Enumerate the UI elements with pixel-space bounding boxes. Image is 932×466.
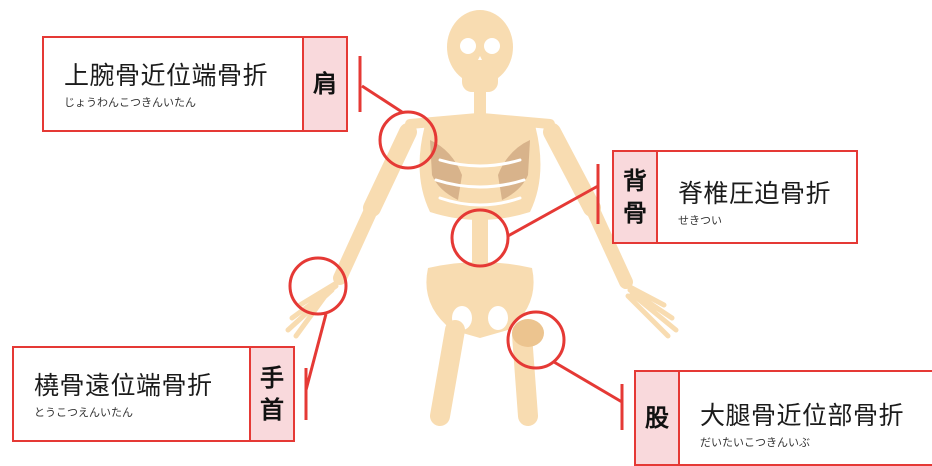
shoulder-connector-line	[362, 86, 402, 112]
shoulder-fracture-label: 上腕骨近位端骨折 じょうわんこつきんいたん 肩	[42, 36, 348, 132]
shoulder-region-char: 肩	[313, 68, 337, 100]
hip-fracture-name: 大腿骨近位部骨折	[700, 396, 932, 432]
femoral-head-right	[512, 319, 544, 347]
hand-right	[628, 286, 676, 336]
wrist-region-char-2: 首	[260, 394, 284, 426]
forearm-left	[340, 208, 372, 278]
hip-fracture-label: 股 大腿骨近位部骨折 だいたいこつきんいぶ	[634, 370, 932, 466]
shoulder-fracture-name: 上腕骨近位端骨折	[64, 56, 302, 92]
humerus-left	[372, 132, 408, 208]
wrist-fracture-text: 橈骨遠位端骨折 とうこつえんいたん	[14, 348, 249, 440]
back-region-tag: 背 骨	[614, 152, 658, 242]
humerus-right	[552, 132, 592, 208]
wrist-connector-line	[306, 314, 326, 390]
jaw	[462, 66, 498, 92]
wrist-fracture-name: 橈骨遠位端骨折	[34, 366, 249, 402]
shoulder-region-tag: 肩	[302, 38, 346, 130]
wrist-fracture-reading: とうこつえんいたん	[34, 404, 249, 420]
back-region-char-2: 骨	[623, 197, 647, 229]
hand-left	[288, 282, 338, 336]
hip-fracture-text: 大腿骨近位部骨折 だいたいこつきんいぶ	[680, 372, 932, 464]
spine-fracture-text: 脊椎圧迫骨折 せきつい	[658, 152, 856, 242]
spine-fracture-label: 背 骨 脊椎圧迫骨折 せきつい	[612, 150, 858, 244]
wrist-fracture-label: 橈骨遠位端骨折 とうこつえんいたん 手 首	[12, 346, 295, 442]
femur-right	[522, 335, 528, 416]
spine-fracture-reading: せきつい	[678, 212, 856, 228]
hip-fracture-reading: だいたいこつきんいぶ	[700, 434, 932, 450]
shoulder-fracture-text: 上腕骨近位端骨折 じょうわんこつきんいたん	[44, 38, 302, 130]
hip-connector-line	[554, 362, 622, 402]
hip-region-tag: 股	[636, 372, 680, 464]
spine-fracture-name: 脊椎圧迫骨折	[678, 174, 856, 210]
femur-left	[440, 330, 455, 416]
hip-region-char: 股	[645, 402, 669, 434]
wrist-region-tag: 手 首	[249, 348, 293, 440]
back-region-char-1: 背	[623, 165, 647, 197]
wrist-region-char-1: 手	[260, 362, 284, 394]
shoulder-fracture-reading: じょうわんこつきんいたん	[64, 94, 302, 110]
